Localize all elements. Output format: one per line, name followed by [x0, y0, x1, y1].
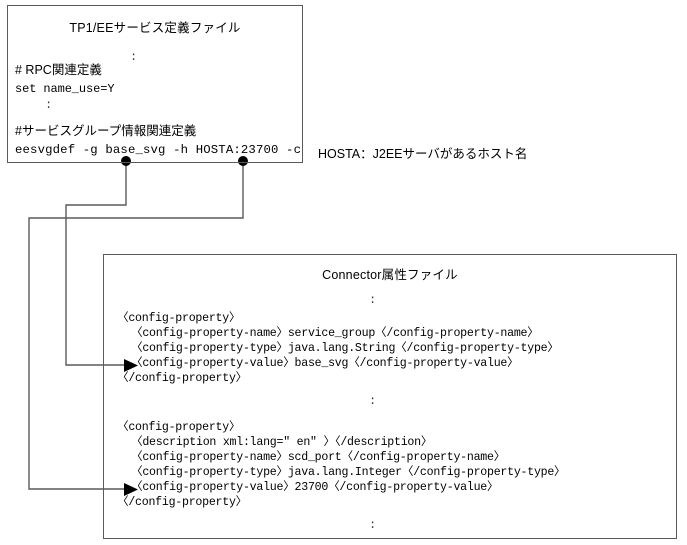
- tp1ee-comment-service-group: #サービスグループ情報関連定義: [15, 124, 197, 138]
- connector-ellipsis-c: :: [369, 518, 377, 532]
- cp1-close-tag: 〈/config-property〉: [117, 372, 248, 385]
- connector-ellipsis-a: :: [369, 293, 377, 307]
- cp1-open-tag: 〈config-property〉: [117, 312, 241, 325]
- connector-scd-port: [28, 164, 244, 496]
- tp1ee-comment-rpc: # RPC関連定義: [15, 63, 102, 77]
- cp1-property-type: 〈config-property-type〉java.lang.String〈/…: [131, 342, 559, 355]
- cp2-property-value: 〈config-property-value〉23700〈/config-pro…: [131, 481, 499, 494]
- tp1ee-ellipsis-1: :: [130, 50, 138, 64]
- tp1ee-ellipsis-2: :: [45, 98, 53, 112]
- arrowhead-base-svg: [124, 359, 138, 372]
- cp2-open-tag: 〈config-property〉: [117, 421, 241, 434]
- cp2-property-type: 〈config-property-type〉java.lang.Integer〈…: [131, 466, 566, 479]
- connector-attribute-file-box: Connector属性ファイル: [103, 254, 677, 539]
- tp1ee-service-definition-file-box: TP1/EEサービス定義ファイル: [7, 5, 303, 163]
- cp2-property-name: 〈config-property-name〉scd_port〈/config-p…: [131, 451, 506, 464]
- arrowhead-scd-port: [124, 483, 138, 496]
- cp1-property-name: 〈config-property-name〉service_group〈/con…: [131, 327, 539, 340]
- marker-dot-hosta-port: [238, 156, 248, 166]
- cp1-property-value: 〈config-property-value〉base_svg〈/config-…: [131, 357, 519, 370]
- cp2-close-tag: 〈/config-property〉: [117, 496, 248, 509]
- tp1ee-set-name-use: set name_use=Y: [15, 82, 115, 96]
- cp2-description: 〈description xml:lang=" en" 〉〈/descripti…: [131, 436, 433, 449]
- hosta-annotation: HOSTA：J2EEサーバがあるホスト名: [318, 147, 528, 161]
- tp1ee-eesvgdef-command: eesvgdef -g base_svg -h HOSTA:23700 -c: [15, 143, 302, 157]
- connector-box-title: Connector属性ファイル: [322, 268, 458, 282]
- connector-ellipsis-b: :: [369, 394, 377, 408]
- marker-dot-base-svg: [121, 156, 131, 166]
- tp1ee-box-title: TP1/EEサービス定義ファイル: [69, 21, 241, 35]
- connector-base-svg: [65, 164, 138, 372]
